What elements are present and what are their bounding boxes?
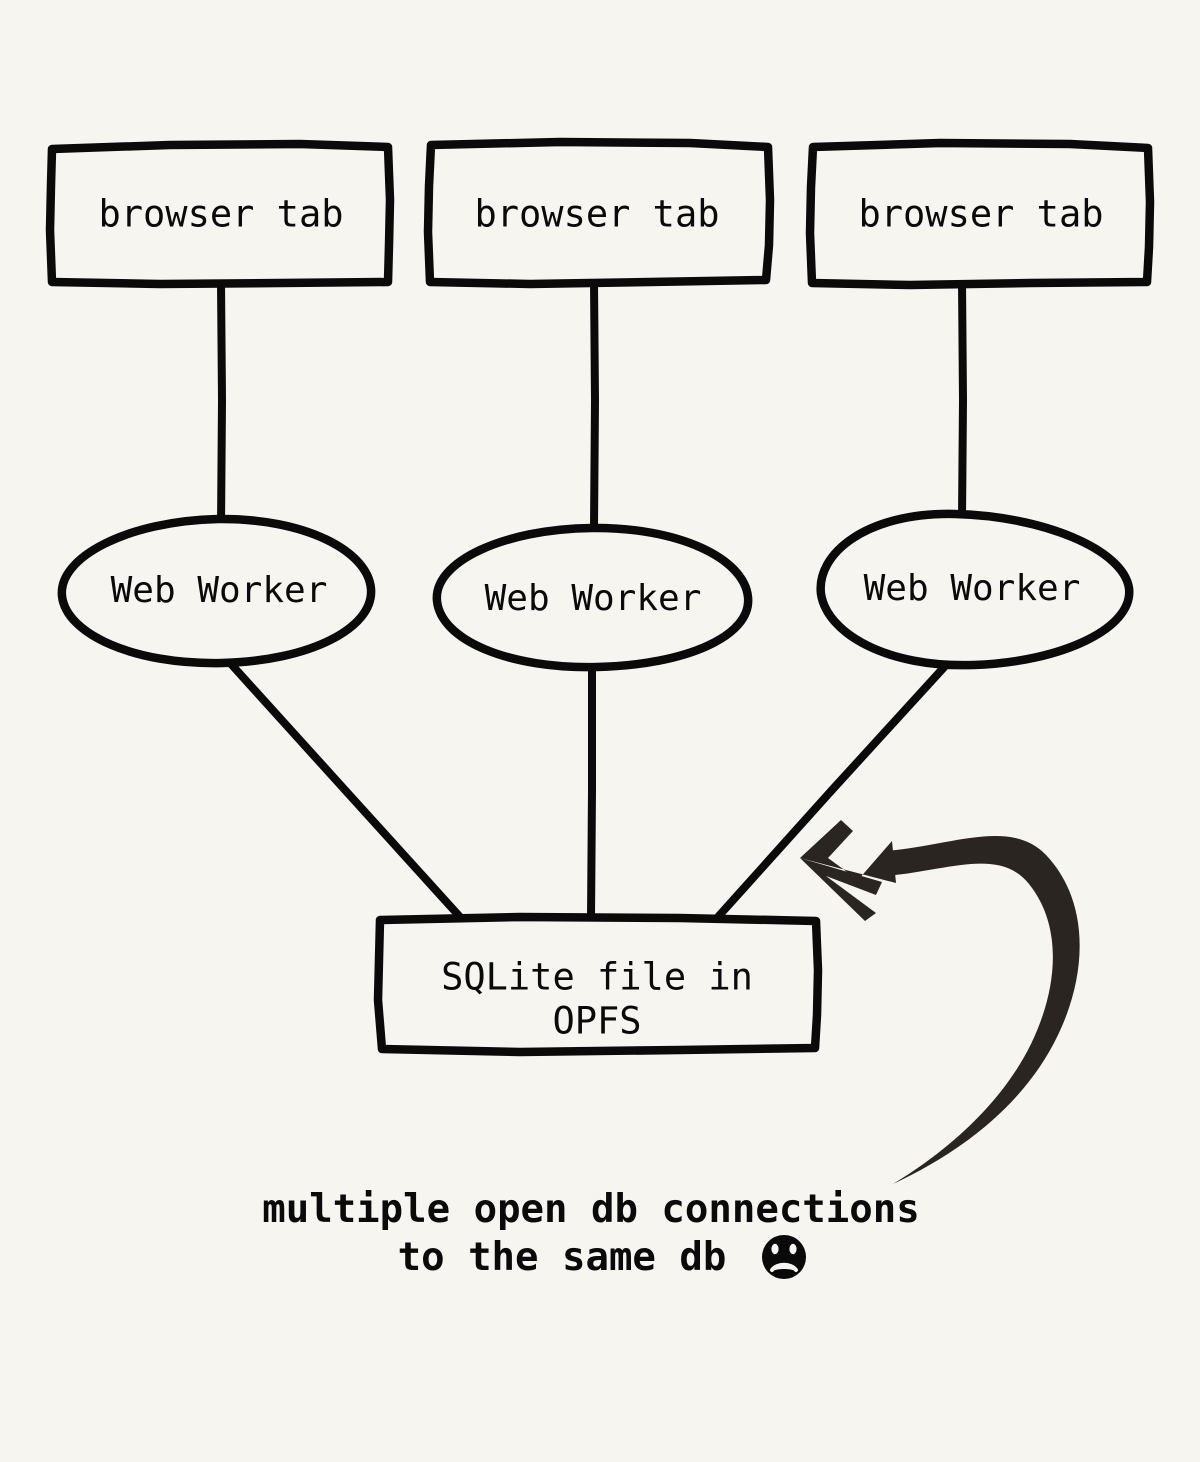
arrow-head — [800, 820, 896, 883]
node-browser-tab-2[interactable]: browser tab — [423, 137, 775, 289]
node-web-worker-1[interactable]: Web Worker — [57, 514, 376, 668]
edge-tab3-worker3 — [958, 278, 968, 523]
node-browser-tab-3[interactable]: browser tab — [805, 138, 1155, 290]
web-worker-1-label: Web Worker — [111, 570, 328, 611]
web-worker-2-ellipse — [432, 523, 753, 672]
edge-worker2-sqlite — [587, 661, 596, 922]
browser-tab-3-label: browser tab — [858, 193, 1103, 236]
sqlite-opfs-box — [373, 912, 823, 1057]
web-worker-3-ellipse — [816, 509, 1134, 670]
node-browser-tab-1[interactable]: browser tab — [45, 139, 395, 289]
node-web-worker-2[interactable]: Web Worker — [432, 523, 753, 672]
sqlite-opfs-label-line-1: SQLite file in — [441, 956, 753, 999]
annotation-caption: multiple open db connections to the same… — [262, 1187, 919, 1280]
frowning-face-icon — [762, 1235, 806, 1279]
browser-tab-2-box — [423, 137, 775, 289]
edge-worker1-sqlite — [227, 660, 465, 922]
sqlite-opfs-label-line-2: OPFS — [552, 1000, 641, 1043]
web-worker-1-ellipse — [57, 514, 376, 668]
node-web-worker-3[interactable]: Web Worker — [816, 509, 1134, 670]
edge-tab2-worker2 — [590, 278, 600, 531]
arrow-body — [884, 835, 1080, 1184]
browser-tab-1-label: browser tab — [98, 193, 343, 236]
edge-worker3-sqlite — [713, 660, 951, 922]
web-worker-3-label: Web Worker — [864, 568, 1081, 609]
caption-line-1: multiple open db connections — [262, 1187, 919, 1232]
edge-tab1-worker1 — [217, 278, 227, 531]
browser-tab-1-box — [45, 139, 395, 289]
annotation-curved-arrow — [800, 820, 1080, 1184]
web-worker-2-label: Web Worker — [485, 578, 702, 619]
browser-tab-2-label: browser tab — [474, 193, 719, 236]
arrow-head-lower-barb — [800, 858, 882, 921]
browser-tab-3-box — [805, 138, 1155, 290]
caption-line-2: to the same db — [398, 1235, 727, 1280]
node-sqlite-opfs[interactable]: SQLite file in OPFS — [373, 912, 823, 1057]
